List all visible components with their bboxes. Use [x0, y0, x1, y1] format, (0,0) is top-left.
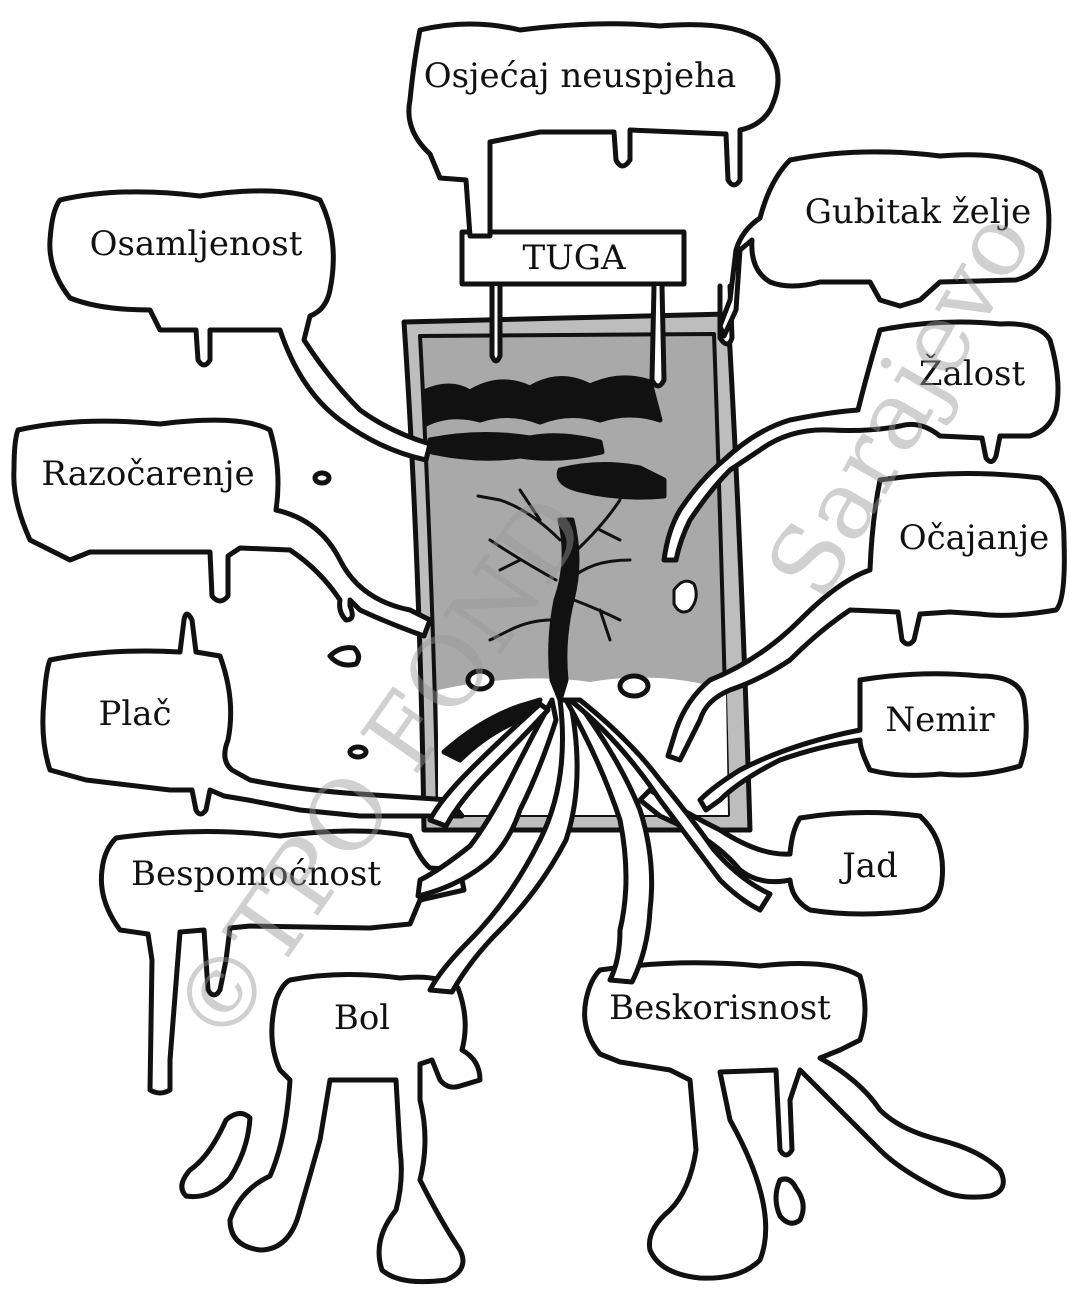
bubble-label-bespomocnost: Bespomoćnost: [131, 854, 381, 894]
bubble-label-jad: Jad: [842, 846, 898, 886]
door-sign-label: TUGA: [522, 238, 625, 278]
bubble-label-gubitak-zelje: Gubitak želje: [805, 192, 1032, 232]
door-handle: [674, 581, 696, 612]
bubble-shape: [720, 152, 1049, 336]
bubble-label-zalost: Žalost: [919, 354, 1025, 394]
bubble-shape: [14, 420, 430, 636]
bubble-label-plac: Plač: [98, 694, 171, 734]
bubble-shape: [776, 1179, 803, 1223]
drip: [492, 286, 500, 361]
blob: [315, 473, 329, 483]
bubble-label-beskorisnost: Beskorisnost: [609, 988, 831, 1028]
bubble-label-bol: Bol: [334, 998, 390, 1038]
bubble-label-osamljenost: Osamljenost: [90, 224, 303, 264]
dark-cloud: [430, 434, 602, 458]
bubble-shape: [182, 1113, 250, 1196]
bubble-label-ocajanje: Očajanje: [899, 518, 1050, 558]
drip: [652, 286, 664, 386]
bubble-label-razocarenje: Razočarenje: [41, 454, 254, 494]
rock: [468, 671, 492, 689]
bubble-label-nemir: Nemir: [885, 700, 994, 740]
blob: [350, 747, 366, 757]
bubble-label-osjecaj-neuspjeha: Osjećaj neuspjeha: [424, 56, 737, 96]
rock: [620, 676, 648, 696]
blob: [330, 648, 359, 665]
